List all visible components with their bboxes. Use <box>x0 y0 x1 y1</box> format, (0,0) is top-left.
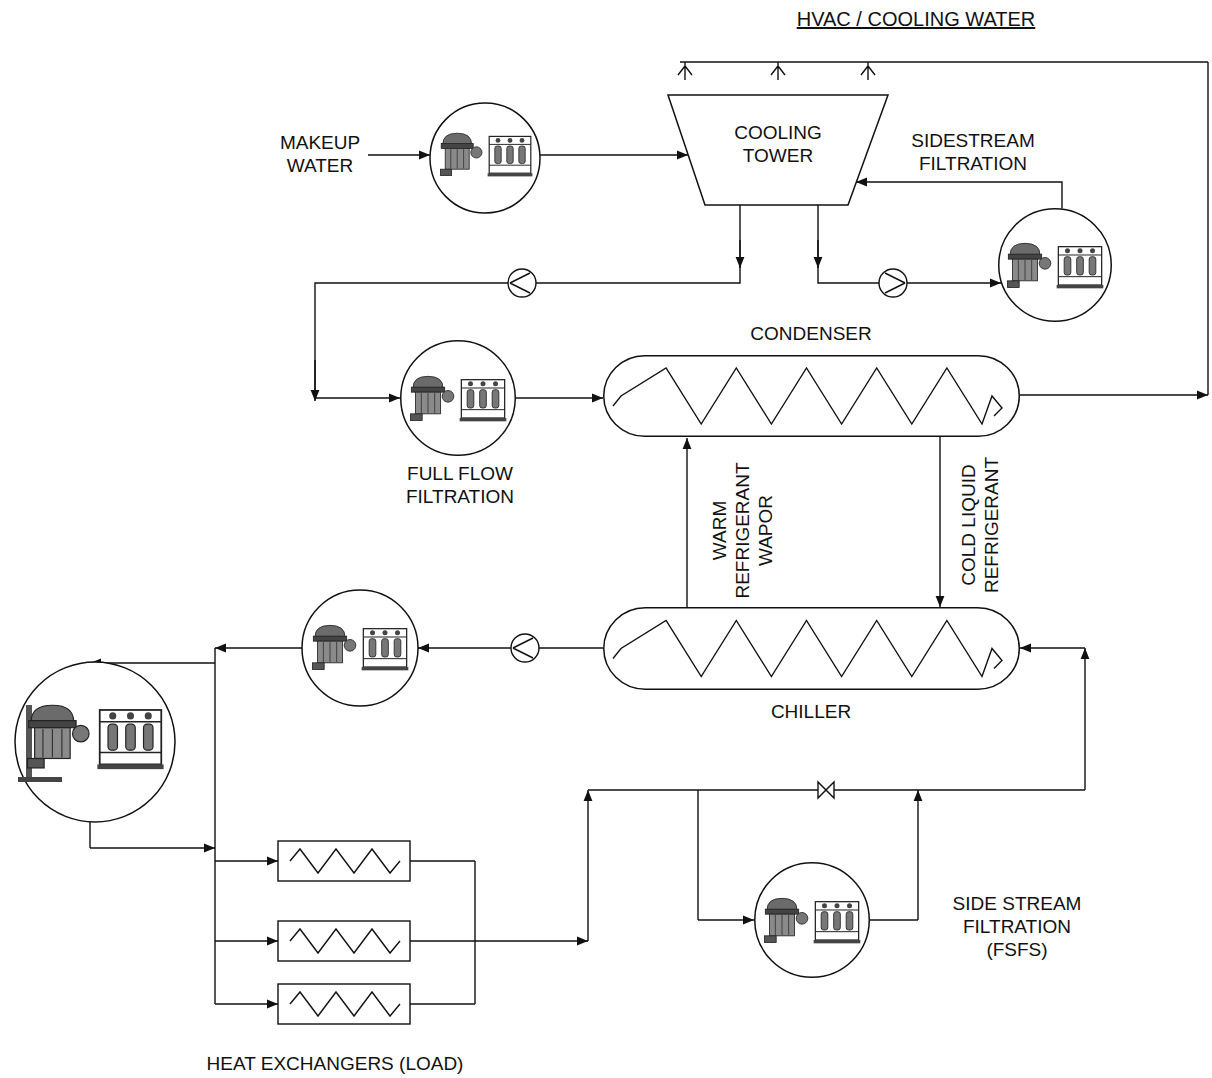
heat-exchanger <box>278 841 410 1024</box>
pipe-label: MAKEUP WATER <box>262 131 378 177</box>
pipe-connector <box>856 182 1062 208</box>
node-label: SIDESTREAM FILTRATION <box>888 129 1058 175</box>
diagram-title: HVAC / COOLING WATER <box>740 8 1092 31</box>
condenser: CONDENSER <box>603 355 1020 437</box>
pipe-connector <box>939 437 940 607</box>
node-outline <box>400 340 516 456</box>
node-label: CHILLER <box>731 700 891 723</box>
chiller: CHILLER <box>603 607 1020 690</box>
pipe-connector <box>516 397 603 398</box>
filter-station <box>430 103 540 213</box>
pipe-connector <box>686 438 687 607</box>
node-outline <box>754 862 870 978</box>
filter-station <box>302 590 418 706</box>
node-label: FULL FLOW FILTRATION <box>385 462 535 508</box>
filter-station: FULL FLOW FILTRATION <box>400 340 516 456</box>
node-label: SIDE STREAM FILTRATION (FSFS) <box>942 892 1092 961</box>
edge-label: COLD LIQUID REFRIGERANT <box>957 455 1003 595</box>
pipe-connector <box>818 205 1001 283</box>
pump-symbol <box>508 269 907 662</box>
edge-label: WARM REFRIGERANT WAPOR <box>708 460 777 600</box>
node-outline <box>603 355 1020 437</box>
pipe-label: HEAT EXCHANGERS (LOAD) <box>190 1052 480 1075</box>
filter-skid <box>15 662 175 822</box>
pipes <box>90 62 1208 1004</box>
filter-station: SIDESTREAM FILTRATION <box>998 208 1112 322</box>
node-outline <box>603 607 1020 690</box>
filter-station: SIDE STREAM FILTRATION (FSFS) <box>754 862 870 978</box>
node-label: COOLING TOWER <box>718 121 838 167</box>
valve-symbol <box>818 782 834 798</box>
node-label: CONDENSER <box>721 322 901 345</box>
node-outline <box>998 208 1112 322</box>
cooling-tower: COOLING TOWER <box>668 95 888 205</box>
